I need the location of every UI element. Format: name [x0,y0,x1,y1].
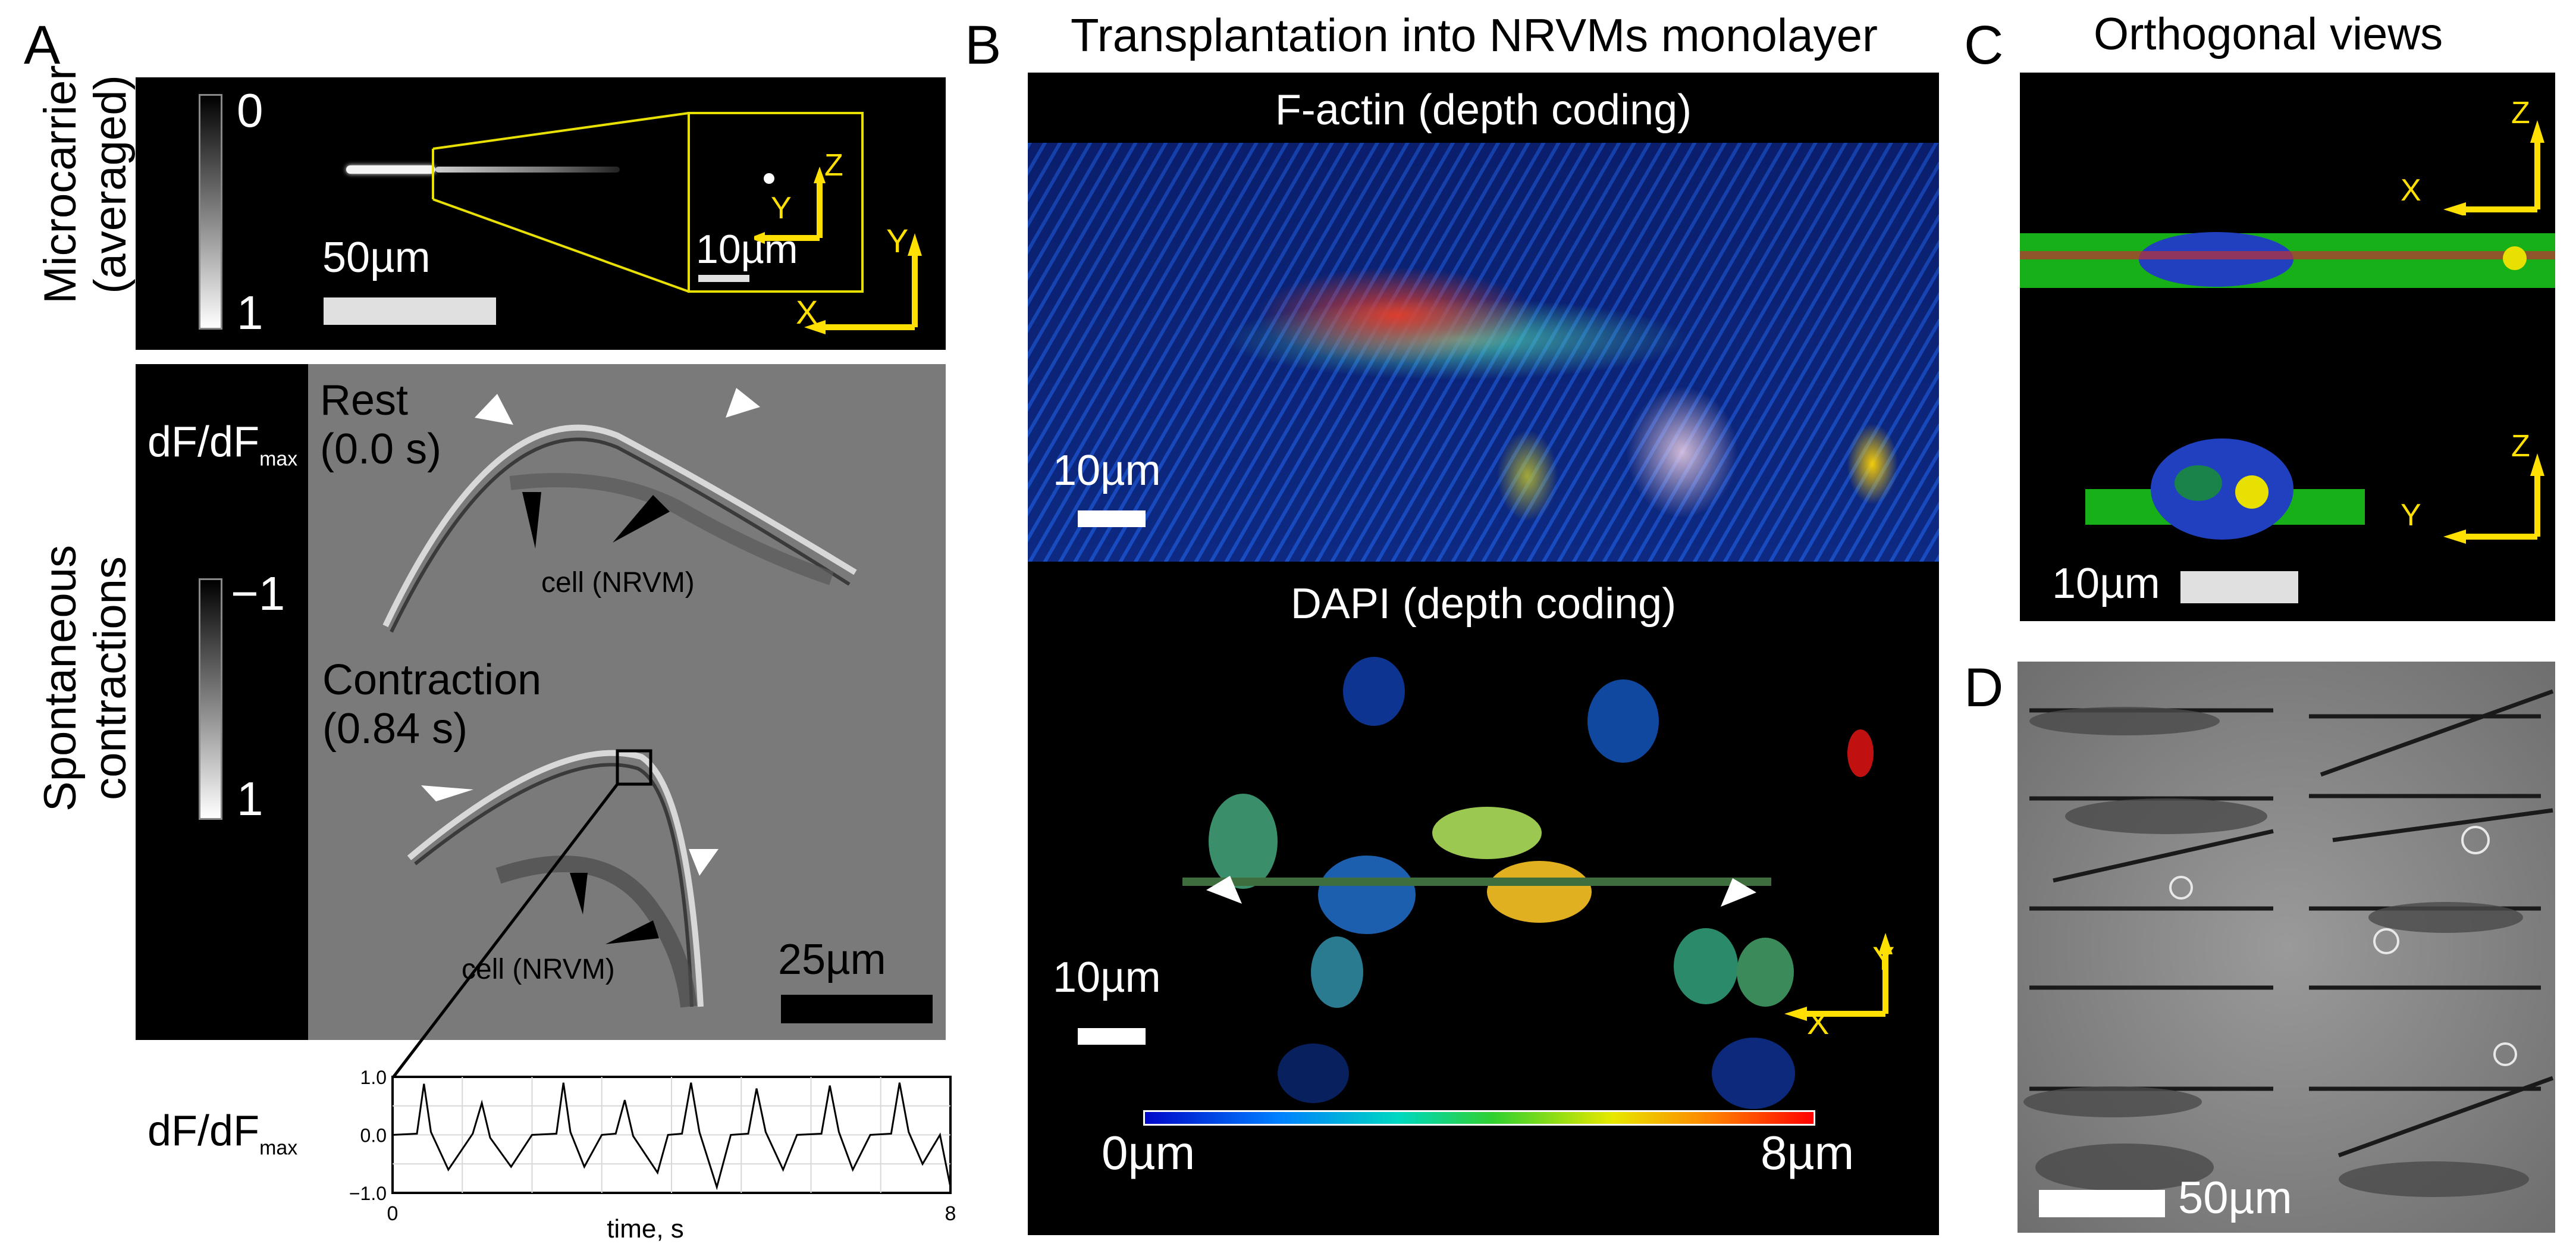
microcarrier-scalebar-inset-label: 10µm [696,227,798,272]
microcarrier-line-dim [435,167,620,173]
microcarrier-zoom-lines [432,112,864,293]
orthogonal-xz-z: Z [2511,96,2530,130]
trace-ylabel-sub: max [259,1136,298,1160]
phase-contrast-art [2023,689,2554,1197]
panel-c-title: Orthogonal views [2094,9,2443,59]
trace-ylabel-text: dF/dF [148,1107,260,1155]
panel-letter-c: C [1964,15,2004,76]
rest-label: Rest (0.0 s) [320,376,441,474]
trace-ytick-label: −1.0 [349,1183,387,1204]
contractions-colorbar [199,578,222,820]
microcarrier-corner-axes [804,233,922,334]
cell-label-rest: cell (NRVM) [541,567,695,599]
orthogonal-art [2020,232,2555,540]
dapi-axis-y: Y [1872,939,1895,977]
panel-b-title: Transplantation into NRVMs monolayer [1071,9,1878,61]
dapi-axis-x: X [1807,1004,1830,1041]
trace-xtick-label: 8 [945,1202,956,1225]
dapi-axes [1784,933,1893,1021]
orthogonal-yz-y: Y [2401,498,2421,532]
phase-scalebar [2039,1190,2165,1217]
contractions-colorbar-panel: dF/dFmax −1 1 [136,364,308,1040]
orthogonal-views: Z X Z Y 10µm [2020,73,2555,621]
microcarrier-inset-y: Y [771,191,792,225]
contractions-colorbar-top: −1 [231,567,285,620]
orthogonal-yz-axes [2443,453,2544,544]
orthogonal-xz-axes [2443,120,2544,215]
contractions-colorbar-bottom: 1 [237,772,263,825]
microcarrier-scalebar-inset [698,275,749,282]
factin-image: F-actin (depth coding) 10µm [1028,73,1939,562]
microcarrier-scalebar-label: 50µm [322,234,431,281]
dapi-title: DAPI (depth coding) [1290,580,1677,628]
trace-ytick-label: 1.0 [360,1067,387,1088]
rest-label-line1: Rest [320,377,409,424]
rest-label-line2: (0.0 s) [320,425,442,473]
orthogonal-scalebar [2180,571,2298,603]
microcarrier-inset-axes [754,167,826,244]
trace-series-line [392,1082,952,1191]
microcarrier-colorbar-bottom: 1 [237,286,263,339]
microcarrier-axis-x: X [796,293,818,331]
phase-contrast-image: 50µm [2017,662,2555,1233]
depth-min-label: 0µm [1102,1126,1196,1179]
microcarrier-scalebar [324,297,496,325]
factin-scalebar [1078,510,1146,527]
microcarrier-axis-y: Y [886,222,909,259]
microcarrier-image: 0 1 Z Y 10µm 50µm Y X [136,77,946,350]
dapi-image: DAPI (depth coding) 10µm Y X 0µm 8µm [1028,562,1939,1235]
panel-letter-b: B [965,15,1002,76]
factin-network [1028,143,1939,562]
panel-letter-d: D [1964,657,2004,718]
depth-max-label: 8µm [1761,1126,1855,1179]
microcarrier-inset-z: Z [824,148,843,183]
factin-title: F-actin (depth coding) [1275,86,1692,134]
contractions-dff-label: dF/dFmax [148,418,297,471]
dapi-scalebar [1078,1028,1146,1045]
trace-xtick-label: 0 [387,1202,399,1225]
contractions-scalebar [781,995,933,1023]
contraction-label: Contraction (0.84 s) [322,656,541,753]
dapi-scalebar-label: 10µm [1053,954,1161,1001]
trace-ylabel: dF/dFmax [148,1107,297,1160]
trace-zoom-line [391,783,619,1079]
panel-letter-a: A [24,15,61,76]
trace-chart: 1.0 0.0 −1.00 8 time, s [349,1067,956,1243]
contractions-dff-sub: max [259,447,298,471]
microcarrier-line [346,165,435,174]
trace-xlabel: time, s [607,1214,684,1243]
contractions-dff-text: dF/dF [148,418,260,466]
orthogonal-scalebar-label: 10µm [2052,560,2160,607]
contractions-image-art [382,388,857,1008]
microcarrier-colorbar [199,94,222,330]
orthogonal-xz-x: X [2401,173,2421,208]
cell-label-contraction: cell (NRVM) [462,954,615,985]
factin-scalebar-label: 10µm [1053,447,1161,494]
contraction-label-line1: Contraction [322,656,542,704]
dapi-nuclei [1182,657,1874,1109]
microcarrier-colorbar-top: 0 [237,84,263,137]
phase-scalebar-label: 50µm [2178,1173,2292,1223]
contraction-label-line2: (0.84 s) [322,705,468,753]
contractions-scalebar-label: 25µm [778,936,886,983]
orthogonal-yz-z: Z [2511,429,2530,463]
contractions-image: Rest (0.0 s) cell (NRVM) Contraction (0.… [308,364,946,1040]
depth-colorbar [1143,1110,1815,1126]
trace-ytick-label: 0.0 [360,1125,387,1146]
